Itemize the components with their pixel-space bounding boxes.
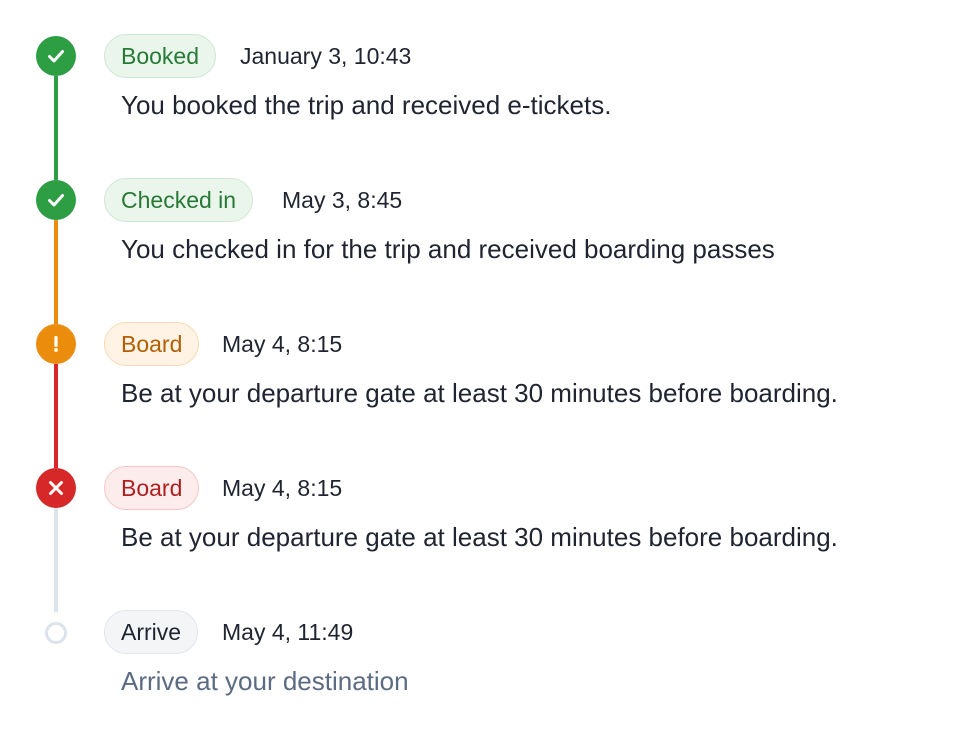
- event-description: You checked in for the trip and received…: [121, 234, 775, 264]
- event-description: Be at your departure gate at least 30 mi…: [121, 522, 838, 552]
- event-description: Be at your departure gate at least 30 mi…: [121, 378, 838, 408]
- timeline-connector-warning: [54, 220, 58, 324]
- trip-status-timeline: Booked January 3, 10:43 You booked the t…: [0, 34, 958, 694]
- timeline-item-board-error: Board May 4, 8:15 Be at your departure g…: [0, 466, 958, 612]
- event-timestamp: May 4, 8:15: [222, 330, 343, 357]
- event-description: You booked the trip and received e-ticke…: [121, 90, 612, 120]
- event-timestamp: January 3, 10:43: [240, 42, 412, 69]
- event-timestamp: May 4, 11:49: [222, 618, 354, 645]
- check-icon: [36, 180, 76, 220]
- x-icon: [36, 468, 76, 508]
- timeline-item-board-warning: Board May 4, 8:15 Be at your departure g…: [0, 322, 958, 468]
- event-timestamp: May 3, 8:45: [282, 186, 403, 213]
- event-description: Arrive at your destination: [121, 666, 409, 696]
- check-icon: [36, 36, 76, 76]
- timeline-item-booked: Booked January 3, 10:43 You booked the t…: [0, 34, 958, 180]
- event-timestamp: May 4, 8:15: [222, 474, 343, 501]
- status-badge: Board: [104, 322, 200, 366]
- status-badge: Arrive: [104, 610, 199, 654]
- timeline-connector-success: [54, 76, 58, 180]
- timeline-item-checked-in: Checked in May 3, 8:45 You checked in fo…: [0, 178, 958, 324]
- exclamation-icon: [36, 324, 76, 364]
- empty-circle-icon: [45, 622, 67, 644]
- timeline-item-arrive: Arrive May 4, 11:49 Arrive at your desti…: [0, 610, 958, 756]
- status-badge: Board: [104, 466, 200, 510]
- timeline-connector-danger: [54, 364, 58, 468]
- timeline-connector-pending: [54, 508, 58, 612]
- status-badge: Checked in: [104, 178, 254, 222]
- status-badge: Booked: [104, 34, 217, 78]
